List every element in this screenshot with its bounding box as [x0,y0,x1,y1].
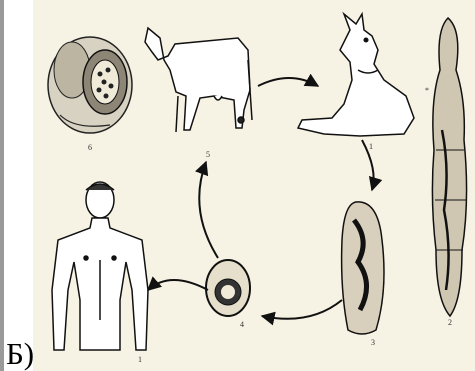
dog-illustration [298,14,414,136]
arrow-segment-to-egg [262,300,342,319]
stage-number-egg: 4 [240,320,244,329]
stage-number-human: 1 [138,355,142,364]
stage-number-liver: 6 [88,143,92,152]
proglottid-illustration [342,202,384,334]
tapeworm-illustration [432,18,466,316]
arrow-cow-to-dog [258,78,318,86]
stage-number-proglottid: 3 [371,338,375,347]
stage-number-tapeworm: 2 [448,318,452,327]
liver-cyst-illustration [48,37,132,133]
egg-illustration [206,260,250,316]
stage-number-dog: 1 [369,142,373,151]
human-illustration [52,182,148,350]
arrow-egg-to-human [148,280,208,290]
stage-number-cow: 5 [206,150,210,159]
arrow-egg-to-cow [199,162,218,258]
cow-illustration [145,28,252,132]
dog-corner-mark: * [425,86,429,95]
figure-caption-label: Б) [6,338,34,369]
